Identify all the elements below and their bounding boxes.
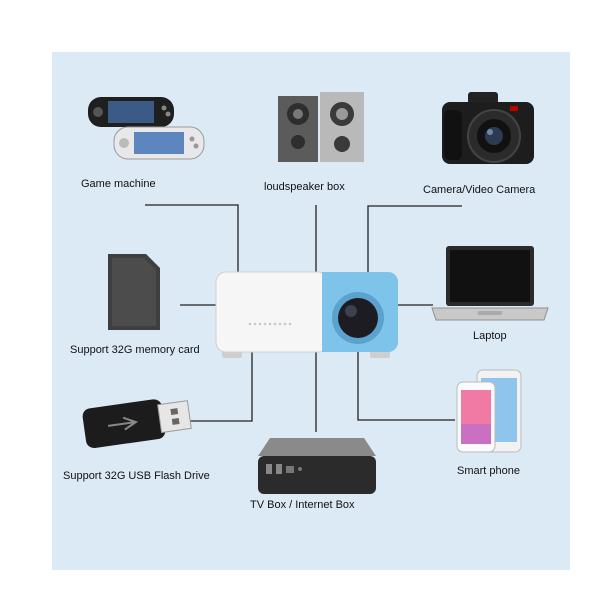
smartphone-label: Smart phone	[457, 465, 520, 477]
connector-game	[145, 204, 239, 285]
laptop-label: Laptop	[473, 330, 507, 342]
usb-drive-label: Support 32G USB Flash Drive	[63, 470, 210, 482]
mini-projector-icon	[215, 271, 398, 358]
loudspeaker-icon	[278, 92, 364, 162]
handheld-game-console-icon	[88, 97, 205, 160]
connector-camera	[367, 205, 462, 290]
memory-card-label: Support 32G memory card	[70, 344, 200, 356]
game-machine-label: Game machine	[81, 178, 156, 190]
smartphone-icon	[456, 369, 522, 453]
camera-label: Camera/Video Camera	[423, 184, 536, 196]
connector-phone	[357, 352, 455, 421]
laptop-icon	[431, 246, 549, 321]
camera-icon	[442, 92, 534, 164]
memory-card-icon	[108, 254, 160, 330]
tv-box-icon	[258, 438, 376, 494]
usb-drive-icon	[82, 399, 192, 449]
tv-box-label: TV Box / Internet Box	[250, 499, 355, 511]
loudspeaker-box-label: loudspeaker box	[264, 181, 345, 193]
connector-usb	[188, 352, 253, 422]
